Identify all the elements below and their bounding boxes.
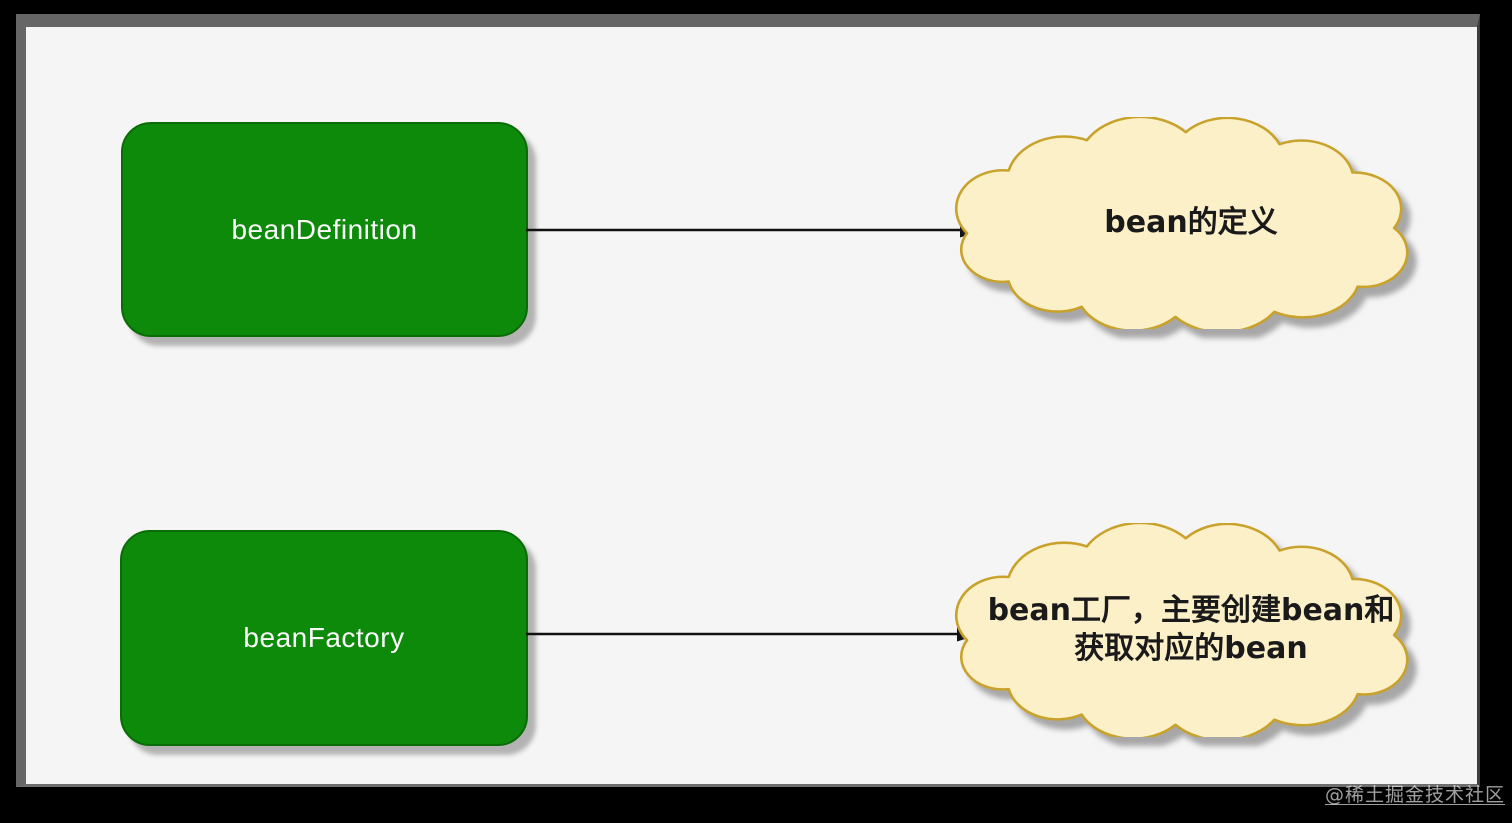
connector-arrow-bean-factory bbox=[526, 626, 981, 642]
node-bean-factory: beanFactory bbox=[120, 530, 528, 746]
cloud-text-line: bean工厂，主要创建bean和 bbox=[987, 593, 1395, 628]
cloud-text-line: bean的定义 bbox=[1104, 205, 1278, 240]
node-bean-definition-label: beanDefinition bbox=[231, 213, 418, 245]
node-bean-factory-label: beanFactory bbox=[243, 622, 405, 653]
node-bean-definition: beanDefinition bbox=[121, 122, 528, 337]
cloud-bean-factory: bean工厂，主要创建bean和 获取对应的bean bbox=[941, 523, 1441, 737]
cloud-shape-icon bbox=[954, 117, 1409, 329]
watermark: @稀土掘金技术社区 bbox=[1324, 784, 1505, 806]
diagram-panel: beanDefinition beanFactory bean的定义 bean工… bbox=[16, 14, 1480, 787]
cloud-bean-definition-text: bean的定义 bbox=[1064, 204, 1317, 242]
connector-arrow-bean-definition bbox=[526, 222, 984, 238]
cloud-bean-definition: bean的定义 bbox=[941, 117, 1441, 329]
cloud-text-line: 获取对应的bean bbox=[1074, 631, 1308, 666]
cloud-shape-icon bbox=[954, 523, 1409, 737]
cloud-bean-factory-text: bean工厂，主要创建bean和 获取对应的bean bbox=[948, 592, 1435, 668]
